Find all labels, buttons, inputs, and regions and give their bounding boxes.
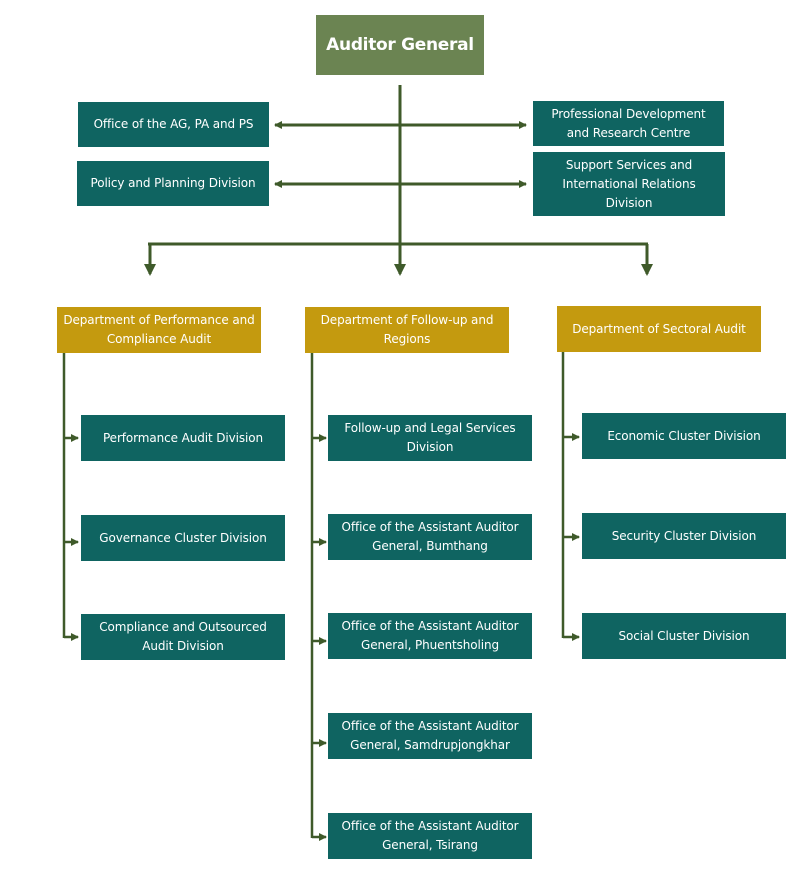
division-label: Economic Cluster Division [607, 428, 761, 443]
division-label: Follow-up and Legal Services Division [344, 421, 516, 454]
department-label: Department of Follow-up and Regions [320, 313, 494, 346]
division-box: Performance Audit Division [81, 415, 285, 461]
division-label: Office of the Assistant Auditor General,… [341, 719, 519, 752]
division-label: Social Cluster Division [618, 628, 750, 643]
division-box: Follow-up and Legal Services Division [328, 415, 532, 461]
policy-planning-box: Policy and Planning Division [77, 161, 269, 206]
division-box: Security Cluster Division [582, 513, 786, 559]
division-label: Office of the Assistant Auditor General,… [341, 619, 519, 652]
division-label: Governance Cluster Division [99, 530, 267, 545]
division-label: Performance Audit Division [102, 430, 264, 445]
department-box: Department of Performance and Compliance… [57, 307, 261, 353]
division-box: Compliance and Outsourced Audit Division [81, 614, 285, 660]
division-label: Office of the Assistant Auditor General,… [341, 819, 519, 852]
auditor-general-label: Auditor General [326, 34, 474, 55]
support-services-box: Support Services and International Relat… [533, 152, 725, 216]
division-box: Office of the Assistant Auditor General,… [328, 813, 532, 859]
division-box: Office of the Assistant Auditor General,… [328, 514, 532, 560]
division-box: Office of the Assistant Auditor General,… [328, 713, 532, 759]
division-label: Security Cluster Division [611, 528, 757, 543]
division-box: Economic Cluster Division [582, 413, 786, 459]
division-box: Office of the Assistant Auditor General,… [328, 613, 532, 659]
department-label: Department of Sectoral Audit [572, 321, 746, 336]
division-box: Social Cluster Division [582, 613, 786, 659]
prof-dev-box: Professional Development and Research Ce… [533, 101, 724, 146]
prof-dev-label: Professional Development and Research Ce… [551, 106, 706, 140]
office-ag-pa-ps-label: Office of the AG, PA and PS [93, 117, 254, 131]
department-box: Department of Sectoral Audit [557, 306, 761, 352]
auditor-general-box: Auditor General [316, 15, 484, 75]
policy-planning-label: Policy and Planning Division [90, 176, 256, 190]
division-label: Office of the Assistant Auditor General,… [341, 520, 519, 553]
support-services-label: Support Services and International Relat… [562, 157, 696, 210]
department-box: Department of Follow-up and Regions [305, 307, 509, 353]
division-box: Governance Cluster Division [81, 515, 285, 561]
division-label: Compliance and Outsourced Audit Division [99, 620, 267, 653]
department-label: Department of Performance and Compliance… [63, 313, 255, 346]
office-ag-pa-ps-box: Office of the AG, PA and PS [78, 102, 269, 147]
